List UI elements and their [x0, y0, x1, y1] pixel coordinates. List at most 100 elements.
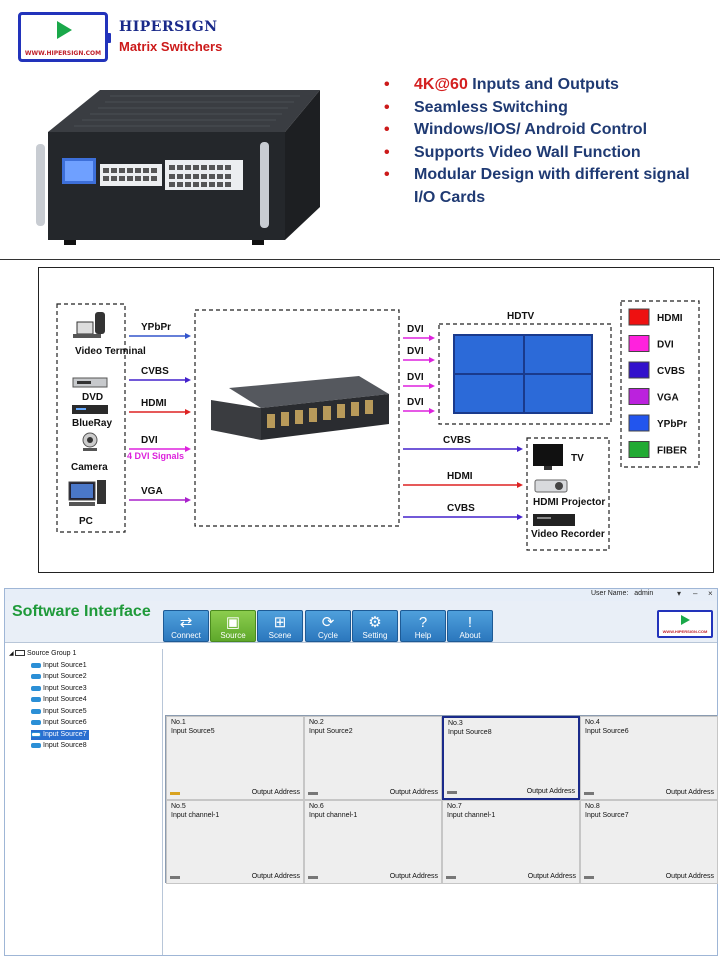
brand-subtitle: Matrix Switchers — [119, 39, 223, 54]
feature-item: Seamless Switching — [384, 97, 714, 120]
close-icon[interactable]: × — [708, 589, 713, 598]
input-icon — [31, 662, 41, 668]
scene-icon: ⊞ — [273, 614, 287, 631]
input-icon — [31, 685, 41, 691]
signal-tag-icon — [308, 876, 318, 879]
scene-button[interactable]: ⊞Scene — [257, 610, 303, 642]
tree-root[interactable]: ◢Source Group 1 — [9, 650, 77, 657]
tree-item-input-source4[interactable]: Input Source4 — [31, 695, 89, 705]
signal-tag-icon — [170, 792, 180, 795]
signal-tag-icon — [584, 792, 594, 795]
collapse-icon[interactable]: ◢ — [9, 651, 14, 657]
legend-swatch — [628, 441, 650, 458]
legend-label: YPbPr — [657, 419, 687, 430]
feature-item: 4K@60 Inputs and Outputs — [384, 74, 714, 97]
projector-icon — [534, 479, 568, 493]
video-recorder-icon — [533, 514, 575, 526]
output-signal-label: CVBS — [447, 503, 475, 514]
signal-label: HDMI — [141, 398, 167, 409]
legend-swatch — [628, 414, 650, 432]
connect-button[interactable]: ⇄Connect — [163, 610, 209, 642]
logo-url: WWW.HIPERSIGN.COM — [24, 50, 102, 57]
output-signal-label: CVBS — [443, 435, 471, 446]
help-icon: ? — [418, 614, 428, 631]
dvi-output-label: DVI — [407, 397, 424, 408]
output-device-label: Video Recorder — [531, 529, 605, 540]
user-name-label: User Name: — [591, 590, 629, 597]
output-signal-label: HDMI — [447, 471, 473, 482]
tree-item-input-source5[interactable]: Input Source5 — [31, 707, 89, 717]
monitor-icon — [15, 650, 25, 657]
source-label: Camera — [71, 462, 108, 473]
output-device-label: HDMI Projector — [533, 497, 605, 508]
signal-tag-icon — [446, 876, 456, 879]
signal-tag-icon — [308, 792, 318, 795]
section-divider — [0, 259, 720, 260]
legend-label: CVBS — [657, 366, 685, 377]
legend-swatch — [628, 361, 650, 379]
source-label: BlueRay — [72, 418, 112, 429]
pc-icon — [68, 480, 106, 506]
signal-tag-icon — [584, 876, 594, 879]
output-device-label: TV — [571, 453, 584, 464]
dvd-icon — [72, 377, 108, 388]
source-icon: ▣ — [225, 614, 241, 631]
signal-label: DVI — [141, 435, 158, 446]
software-window: User Name: admin ▾ – × Software Interfac… — [4, 588, 718, 956]
feature-item: Supports Video Wall Function — [384, 142, 714, 165]
connect-icon: ⇄ — [179, 614, 193, 631]
legend-label: DVI — [657, 340, 674, 351]
signal-tag-icon — [170, 876, 180, 879]
play-icon — [681, 615, 690, 625]
matrix-device-icon — [211, 376, 389, 440]
tree-item-input-source2[interactable]: Input Source2 — [31, 672, 89, 682]
signal-label: VGA — [141, 486, 163, 497]
feature-list: 4K@60 Inputs and Outputs Seamless Switch… — [384, 74, 714, 209]
help-button[interactable]: ?Help — [400, 610, 446, 642]
signal-label: YPbPr — [141, 322, 171, 333]
brand-name: HIPERSIGN — [119, 19, 218, 35]
video-terminal-icon — [73, 312, 105, 338]
minimize-icon[interactable]: – — [693, 589, 698, 598]
software-interface-title: Software Interface — [12, 603, 151, 620]
input-icon — [31, 708, 41, 714]
connection-diagram: Video Terminal DVD BlueRay Camera — [38, 267, 714, 573]
gear-icon: ⚙ — [368, 614, 382, 631]
dvi-output-label: DVI — [407, 324, 424, 335]
about-button[interactable]: !About — [447, 610, 493, 642]
tv-icon — [533, 444, 563, 470]
tree-item-input-source7[interactable]: Input Source7 — [31, 730, 89, 740]
input-icon — [31, 742, 41, 748]
feature-item: Modular Design with different signal I/O… — [384, 164, 714, 209]
legend-label: VGA — [657, 393, 679, 404]
feature-item: Windows/IOS/ Android Control — [384, 119, 714, 142]
legend-swatch — [628, 388, 650, 405]
setting-button[interactable]: ⚙Setting — [352, 610, 398, 642]
signal-label: CVBS — [141, 366, 169, 377]
source-button[interactable]: ▣Source — [210, 610, 256, 642]
tree-item-input-source8[interactable]: Input Source8 — [31, 741, 89, 751]
dropdown-icon[interactable]: ▾ — [677, 589, 682, 598]
tree-item-input-source3[interactable]: Input Source3 — [31, 684, 89, 694]
legend-swatch — [628, 308, 650, 326]
user-name: admin — [634, 590, 654, 597]
dvi-output-label: DVI — [407, 372, 424, 383]
video-wall-icon — [453, 334, 593, 414]
tree-item-input-source6[interactable]: Input Source6 — [31, 718, 89, 728]
signal-tag-icon — [447, 791, 457, 794]
matrix-switcher-image — [36, 90, 320, 245]
cycle-button[interactable]: ⟳Cycle — [305, 610, 351, 642]
cycle-icon: ⟳ — [321, 614, 335, 631]
source-label: DVD — [82, 392, 103, 403]
tree-item-input-source1[interactable]: Input Source1 — [31, 661, 89, 671]
